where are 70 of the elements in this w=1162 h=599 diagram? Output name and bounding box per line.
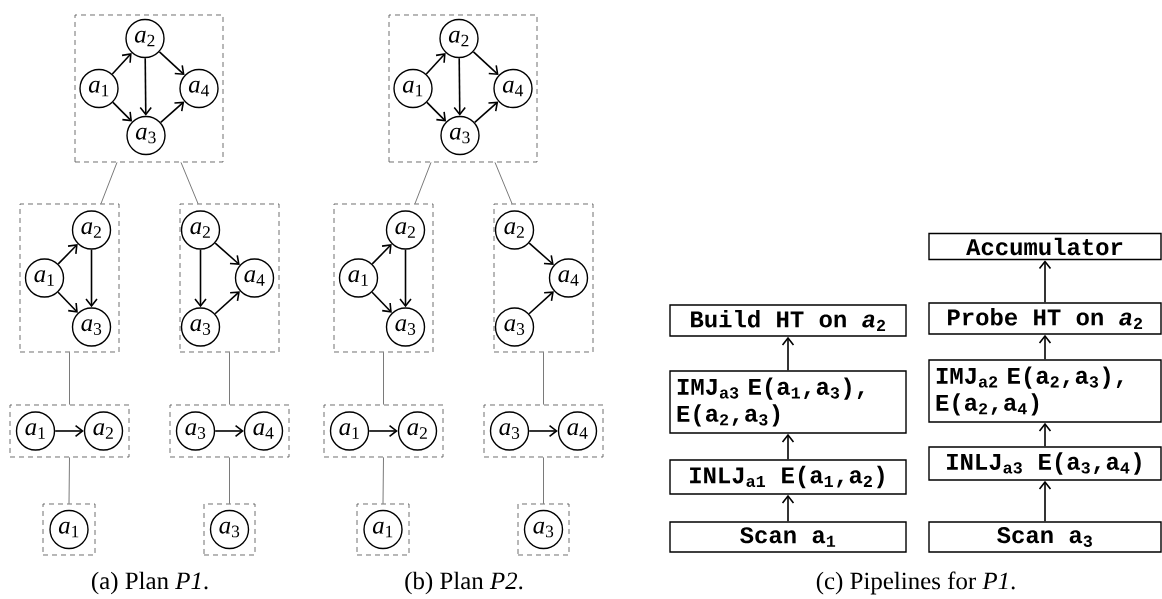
arrow <box>453 57 466 116</box>
arrow <box>473 101 499 124</box>
caption: (b) Plan P2. <box>405 571 523 595</box>
subplan-box <box>203 503 256 556</box>
arrow <box>371 244 392 265</box>
tree-line <box>543 352 544 405</box>
subplan-box <box>493 203 594 353</box>
arrow <box>57 244 78 265</box>
arrow <box>426 101 447 122</box>
operator-box: IMJ$_{a3}$ E(a$_{1}$,a$_{3}$), E(a$_{2}$,a$_{3}$) <box>669 370 907 434</box>
operator-box: Accumulator <box>928 232 1162 261</box>
arrow <box>112 101 133 122</box>
arrow <box>139 57 152 116</box>
arrow <box>1038 260 1052 304</box>
caption: (c) Pipelines for P1. <box>816 571 1015 595</box>
operator-box: Build HT on a$_{2}$ <box>669 304 907 337</box>
subplan-box <box>333 203 434 353</box>
arrow <box>371 291 392 313</box>
arrow <box>85 248 98 308</box>
tree-line <box>180 162 199 204</box>
tree-line <box>68 457 70 504</box>
tree-line <box>383 352 384 405</box>
arrow <box>781 494 795 523</box>
subplan-box <box>323 404 444 458</box>
arrow <box>194 248 207 308</box>
subplan-box <box>517 503 570 556</box>
arrow <box>368 424 398 438</box>
operator-box: Scan a$_{3}$ <box>928 521 1162 553</box>
arrow <box>214 291 240 315</box>
arrow <box>425 53 446 75</box>
operator-box: IMJ$_{a2}$ E(a$_{2}$,a$_{3}$), E(a$_{2}$,a$_{4}$) <box>928 359 1162 423</box>
tree-line <box>100 162 118 204</box>
tree-line <box>543 457 544 504</box>
arrow <box>54 424 84 438</box>
operator-box: Probe HT on a$_{2}$ <box>928 302 1162 335</box>
arrow <box>1038 334 1052 361</box>
tree-line <box>229 352 230 405</box>
arrow <box>214 242 240 265</box>
subplan-box <box>483 404 604 458</box>
arrow <box>528 424 558 438</box>
arrow <box>159 101 185 124</box>
arrow <box>1038 422 1052 448</box>
caption: (a) Plan P1. <box>91 571 208 595</box>
arrow <box>528 242 554 265</box>
arrow <box>472 51 499 76</box>
tree-line <box>382 457 384 504</box>
arrow <box>528 291 554 315</box>
subplan-box <box>9 404 130 458</box>
subplan-box <box>19 203 120 353</box>
arrow <box>158 51 185 76</box>
arrow <box>1038 480 1052 523</box>
arrow <box>214 424 244 438</box>
operator-box: INLJ$_{a1}$ E(a$_{1}$,a$_{2}$) <box>669 459 907 495</box>
subplan-box <box>74 14 224 163</box>
subplan-box <box>169 404 290 458</box>
tree-line <box>414 162 432 204</box>
tree-line <box>229 457 230 504</box>
arrow <box>781 433 795 461</box>
operator-box: Scan a$_{1}$ <box>669 521 907 553</box>
subplan-box <box>179 203 280 353</box>
subplan-box <box>42 503 96 556</box>
arrow <box>111 53 132 75</box>
arrow <box>57 291 78 313</box>
tree-line <box>69 352 70 405</box>
tree-line <box>494 162 513 204</box>
operator-box: INLJ$_{a3}$ E(a$_{3}$,a$_{4}$) <box>928 446 1162 481</box>
subplan-box <box>388 14 538 163</box>
arrow <box>781 336 795 372</box>
subplan-box <box>356 503 410 556</box>
arrow <box>399 248 412 308</box>
